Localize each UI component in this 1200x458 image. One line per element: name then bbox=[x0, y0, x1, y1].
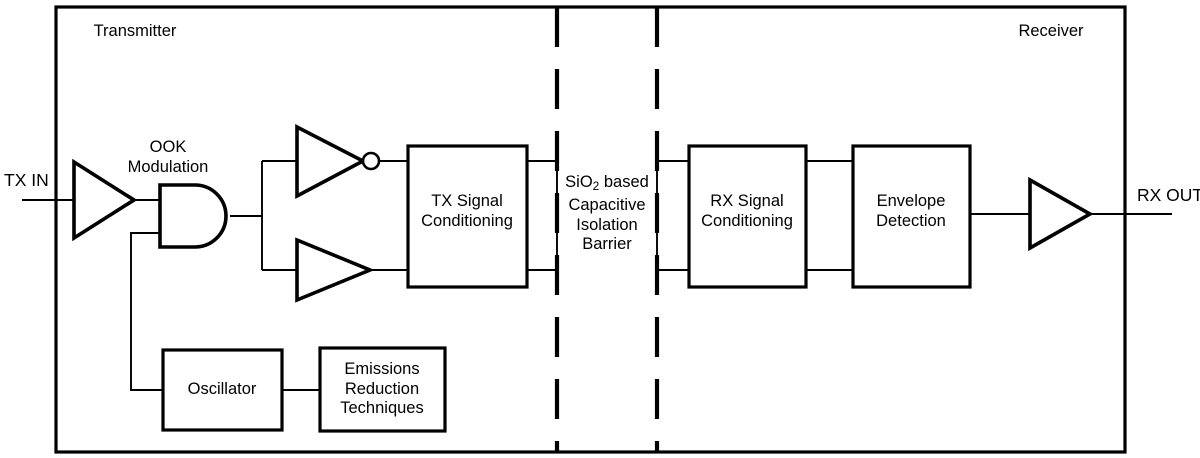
barrier-sio-post: based bbox=[599, 173, 649, 191]
label-emissions-reduction: Emissions Reduction Techniques bbox=[340, 360, 424, 417]
barrier-line-1: SiO2 based bbox=[547, 173, 667, 196]
output-buffer-symbol[interactable] bbox=[1028, 176, 1094, 252]
barrier-sio-subscript: 2 bbox=[592, 178, 600, 193]
io-label-tx-in: TX IN bbox=[4, 170, 49, 190]
oscillator-block[interactable] bbox=[161, 348, 284, 432]
barrier-line-3: Isolation bbox=[576, 215, 638, 234]
label-envelope-detection: Envelope Detection bbox=[876, 192, 946, 230]
label-oscillator: Oscillator bbox=[187, 380, 257, 398]
rx-signal-conditioning-block[interactable] bbox=[687, 144, 808, 289]
tx-signal-conditioning-block[interactable] bbox=[406, 144, 529, 289]
label-isolation-barrier: SiO2 based Capacitive Isolation Barrier bbox=[547, 173, 667, 255]
inverter-symbol[interactable] bbox=[295, 124, 367, 199]
buffer-symbol[interactable] bbox=[295, 237, 375, 303]
io-label-rx-out: RX OUT bbox=[1137, 185, 1200, 205]
section-label-transmitter: Transmitter bbox=[93, 22, 177, 40]
emissions-reduction-block[interactable] bbox=[318, 346, 447, 433]
label-rx-signal-conditioning: RX Signal Conditioning bbox=[701, 192, 793, 230]
system-boundary-rect bbox=[54, 5, 1127, 454]
label-ook-modulation: OOK Modulation bbox=[127, 138, 209, 176]
wire-oscillator-to-and bbox=[130, 232, 163, 391]
label-tx-signal-conditioning: TX Signal Conditioning bbox=[421, 192, 513, 230]
input-buffer-symbol[interactable] bbox=[72, 158, 138, 242]
and-gate-symbol[interactable] bbox=[158, 183, 228, 249]
section-label-receiver: Receiver bbox=[1018, 22, 1084, 40]
inverter-bubble-icon bbox=[361, 151, 381, 171]
envelope-detection-block[interactable] bbox=[851, 144, 972, 289]
barrier-sio-pre: SiO bbox=[565, 173, 593, 191]
barrier-line-2: Capacitive bbox=[568, 196, 646, 215]
barrier-line-4: Barrier bbox=[582, 235, 632, 254]
